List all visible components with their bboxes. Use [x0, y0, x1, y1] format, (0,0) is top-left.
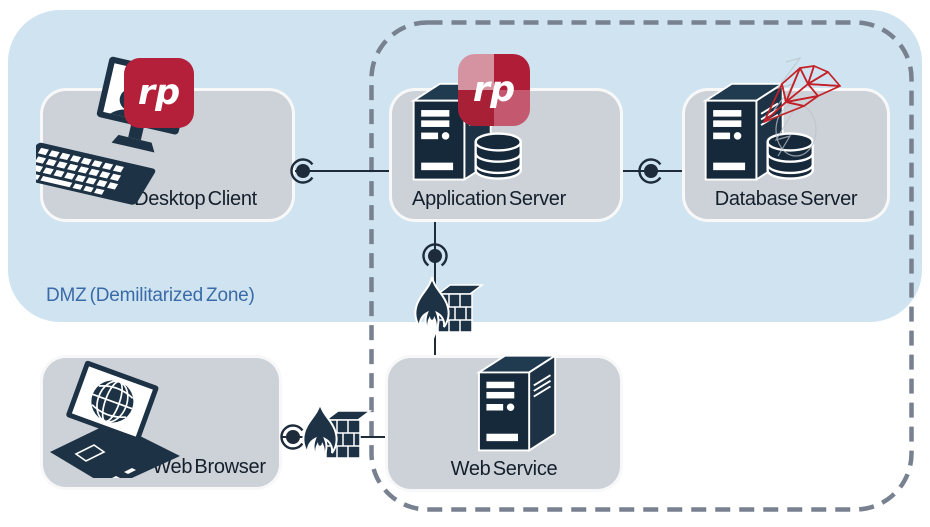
node-label: Application Server [412, 188, 566, 210]
server-tower-icon [702, 82, 814, 182]
database-cylinder-icon [474, 132, 522, 180]
flame-icon [414, 276, 450, 344]
laptop-icon [50, 360, 180, 478]
rp-logo-text: rp [137, 73, 181, 113]
node-label: Desktop Client [134, 188, 257, 210]
keyboard-icon [36, 142, 156, 205]
firewall-icon [302, 402, 372, 470]
laptop-screen [66, 360, 159, 443]
node-label: Web Service [450, 458, 558, 480]
node-label: Web Browser [152, 456, 266, 478]
touchpad [74, 444, 106, 462]
sql-server-logo-icon [763, 56, 841, 157]
connector-dot-icon [280, 424, 304, 450]
dmz-zone-label: DMZ (Demilitarized Zone) [46, 285, 255, 306]
database-cylinder-icon [766, 132, 814, 180]
connector-dot-icon [638, 158, 662, 184]
connector-dot-icon [290, 158, 314, 184]
server-tower-icon [475, 354, 559, 453]
rp-logo-badge: rp [458, 54, 530, 126]
connector-desktop-to-appserver [293, 170, 389, 172]
flame-icon [302, 402, 338, 470]
secure-zone-dashed-boundary [369, 20, 914, 512]
connector-dot-icon [422, 243, 448, 267]
firewall-icon [414, 276, 484, 344]
rp-logo-text: rp [472, 70, 516, 110]
node-label: Database Server [714, 188, 858, 210]
rp-logo-badge: rp [124, 58, 194, 128]
globe-icon [91, 380, 134, 423]
